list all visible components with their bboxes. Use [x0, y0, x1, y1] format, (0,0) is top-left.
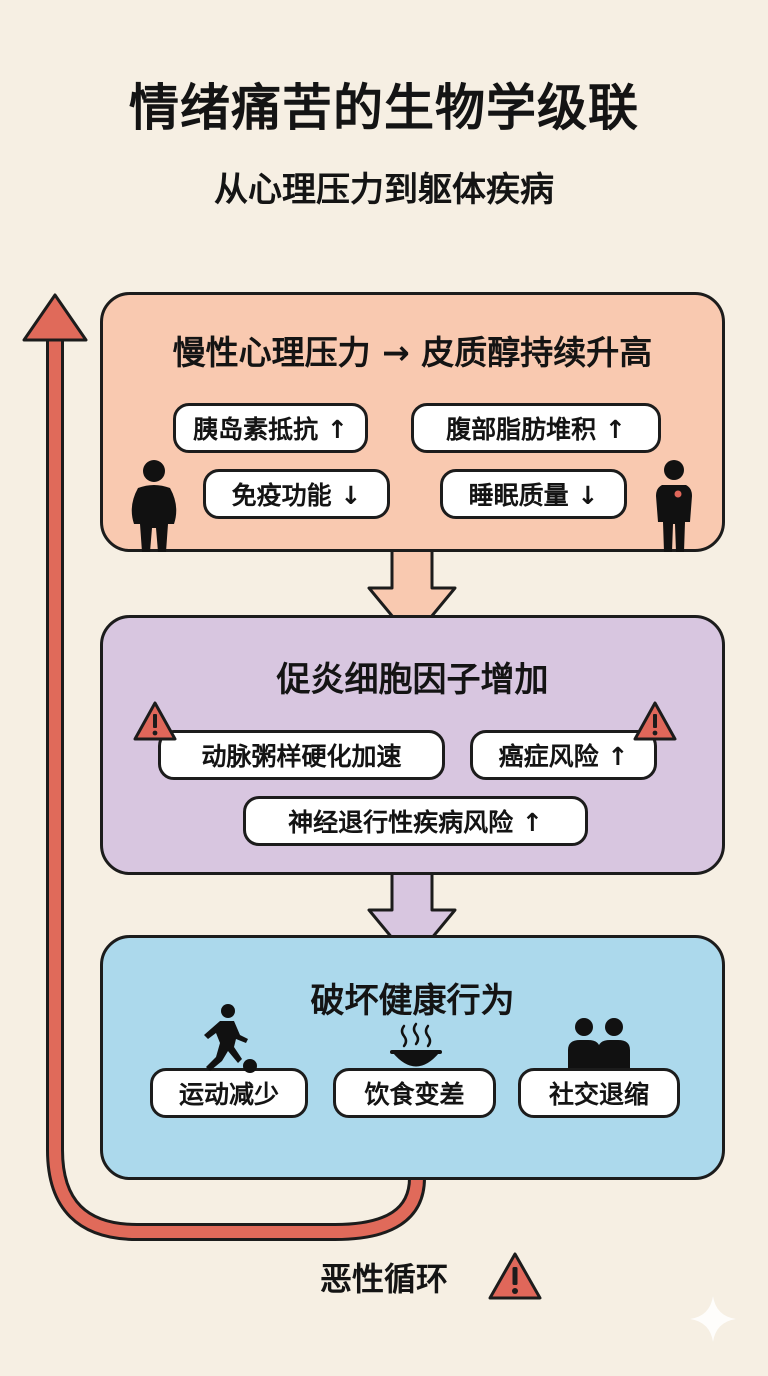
people-pair-icon — [568, 1018, 630, 1068]
effect-pill: 睡眠质量 ↓ — [440, 469, 627, 519]
soccer-player-icon — [204, 1004, 257, 1073]
effect-pill: 社交退缩 — [518, 1068, 680, 1118]
stage-heading: 破坏健康行为 — [310, 981, 515, 1021]
effect-pill: 动脉粥样硬化加速 — [158, 730, 445, 780]
sparkle-icon — [690, 1296, 736, 1342]
cycle-arrow-head — [22, 293, 88, 342]
effect-pill: 免疫功能 ↓ — [203, 469, 390, 519]
stage-heading: 慢性心理压力 → 皮质醇持续升高 — [172, 333, 653, 372]
warning-icon — [633, 701, 677, 741]
effect-pill: 癌症风险 ↑ — [470, 730, 657, 780]
food-bowl-icon — [390, 1022, 442, 1067]
stage-cortisol: 慢性心理压力 → 皮质醇持续升高 胰岛素抵抗 ↑ 腹部脂肪堆积 ↑ 免疫功能 ↓… — [100, 292, 725, 552]
warning-icon — [488, 1252, 542, 1300]
page-title: 情绪痛苦的生物学级联 — [129, 79, 639, 137]
cycle-arrow — [49, 335, 423, 1238]
person-icon — [656, 460, 692, 552]
effect-pill: 胰岛素抵抗 ↑ — [173, 403, 368, 453]
effect-pill: 运动减少 — [150, 1068, 308, 1118]
stage-heading: 促炎细胞因子增加 — [276, 660, 549, 700]
effect-pill: 腹部脂肪堆积 ↑ — [411, 403, 661, 453]
flow-arrow-1 — [367, 548, 457, 642]
stage-inflammation: 促炎细胞因子增加 动脉粥样硬化加速 癌症风险 ↑ 神经退行性疾病风险 ↑ — [100, 615, 725, 875]
person-icon — [131, 460, 177, 552]
effect-pill: 神经退行性疾病风险 ↑ — [243, 796, 588, 846]
page-subtitle: 从心理压力到躯体疾病 — [214, 170, 554, 210]
cycle-label: 恶性循环 — [320, 1260, 449, 1298]
warning-icon — [133, 701, 177, 741]
effect-pill: 饮食变差 — [333, 1068, 496, 1118]
